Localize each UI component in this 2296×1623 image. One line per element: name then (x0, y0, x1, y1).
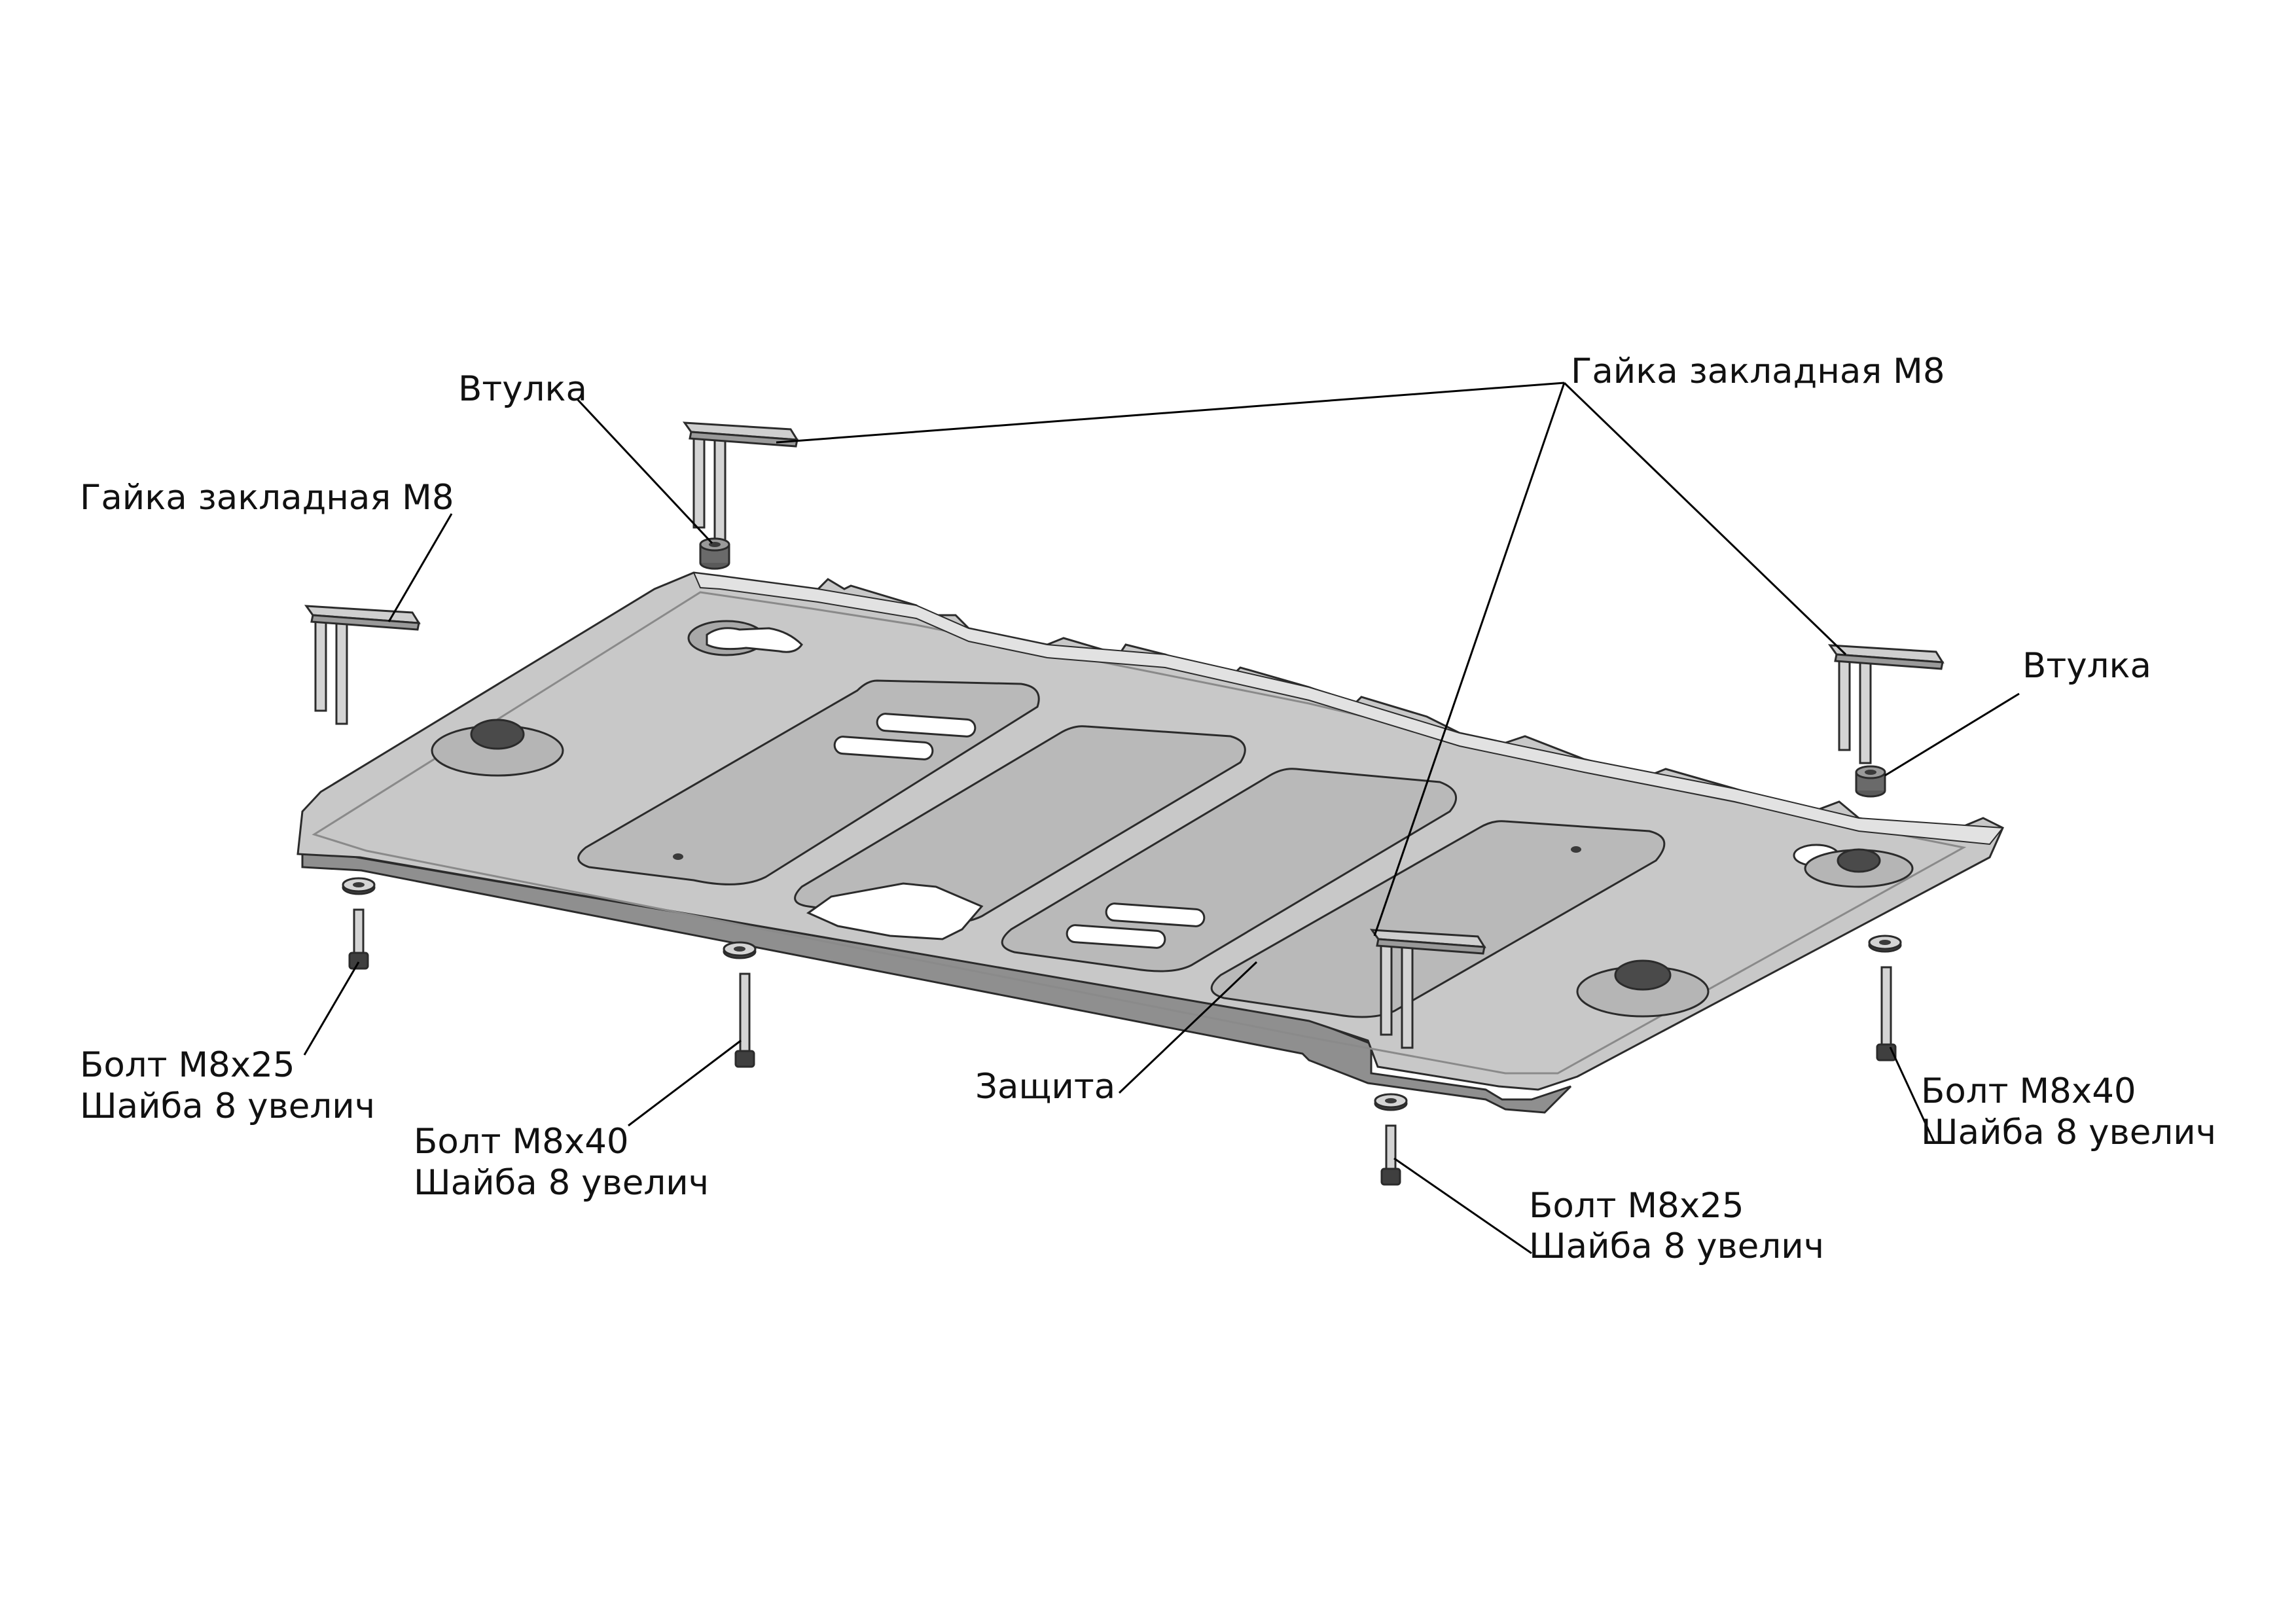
leader-gayka-top-1 (776, 382, 1565, 444)
bolt-m8x40-mid (734, 972, 755, 1068)
leader-gayka-top-3 (1563, 382, 1847, 656)
leader-bolt-center (1393, 1157, 1532, 1255)
labels: Втулка Гайка закладная М8 Гайка закладна… (80, 351, 2216, 1266)
leader-bolt-right (1889, 1046, 1935, 1143)
leader-vtulka-left (576, 398, 713, 544)
washer-mid (723, 941, 757, 959)
plate-cutout (806, 882, 984, 940)
leader-bolt-left (303, 961, 360, 1056)
bolt-m8x25-left (348, 908, 369, 970)
washer-center (1374, 1093, 1408, 1111)
label-bolt-m8x25-right-2: Шайба 8 увелич (1529, 1226, 1824, 1266)
embed-nut-right (1829, 644, 1944, 764)
leader-lines (303, 382, 2020, 1255)
window-recess-4 (1210, 820, 1666, 1018)
leader-gayka-top-2 (1373, 382, 1566, 936)
label-bolt-m8x25-left-1: Болт М8х25 (80, 1045, 295, 1085)
bushing-right (1855, 765, 1886, 798)
leader-vtulka-right (1884, 692, 2020, 777)
boss-right (1576, 959, 1710, 1018)
label-bolt-m8x40-right-1: Болт М8х40 (1921, 1071, 2136, 1111)
washer-right (1868, 935, 1902, 953)
plate-rim (312, 591, 1967, 1075)
label-bolt-m8x40-mid-1: Болт М8х40 (414, 1122, 629, 1162)
label-vtulka-right: Втулка (2022, 646, 2151, 686)
label-gayka-top: Гайка закладная М8 (1571, 351, 1945, 391)
plate-top-lip (692, 571, 2004, 846)
embed-nut-top (683, 421, 798, 542)
boss-small-right (1804, 848, 1914, 888)
keyhole-slot-left (687, 620, 803, 656)
protection-plate (296, 571, 2004, 1114)
bushing-left (699, 537, 730, 570)
label-gayka-left: Гайка закладная М8 (80, 478, 454, 518)
bolt-m8x40-right (1876, 966, 1897, 1061)
washer-left (342, 877, 376, 895)
leader-bolt-mid (628, 1039, 742, 1127)
label-bolt-m8x40-mid-2: Шайба 8 увелич (414, 1163, 709, 1203)
leader-zashchita (1118, 961, 1258, 1094)
label-bolt-m8x25-left-2: Шайба 8 увелич (80, 1086, 375, 1126)
bolt-m8x25-center (1380, 1124, 1401, 1186)
leader-gayka-left (387, 513, 453, 622)
label-vtulka-left: Втулка (458, 369, 587, 409)
label-bolt-m8x40-right-2: Шайба 8 увелич (1921, 1113, 2216, 1152)
boss-left (431, 719, 564, 777)
label-zashchita: Защита (975, 1067, 1115, 1107)
mounting-holes (673, 846, 1581, 860)
label-bolt-m8x25-right-1: Болт М8х25 (1529, 1186, 1744, 1226)
ventilation-slots (833, 713, 1206, 949)
embed-nut-left (305, 605, 420, 725)
